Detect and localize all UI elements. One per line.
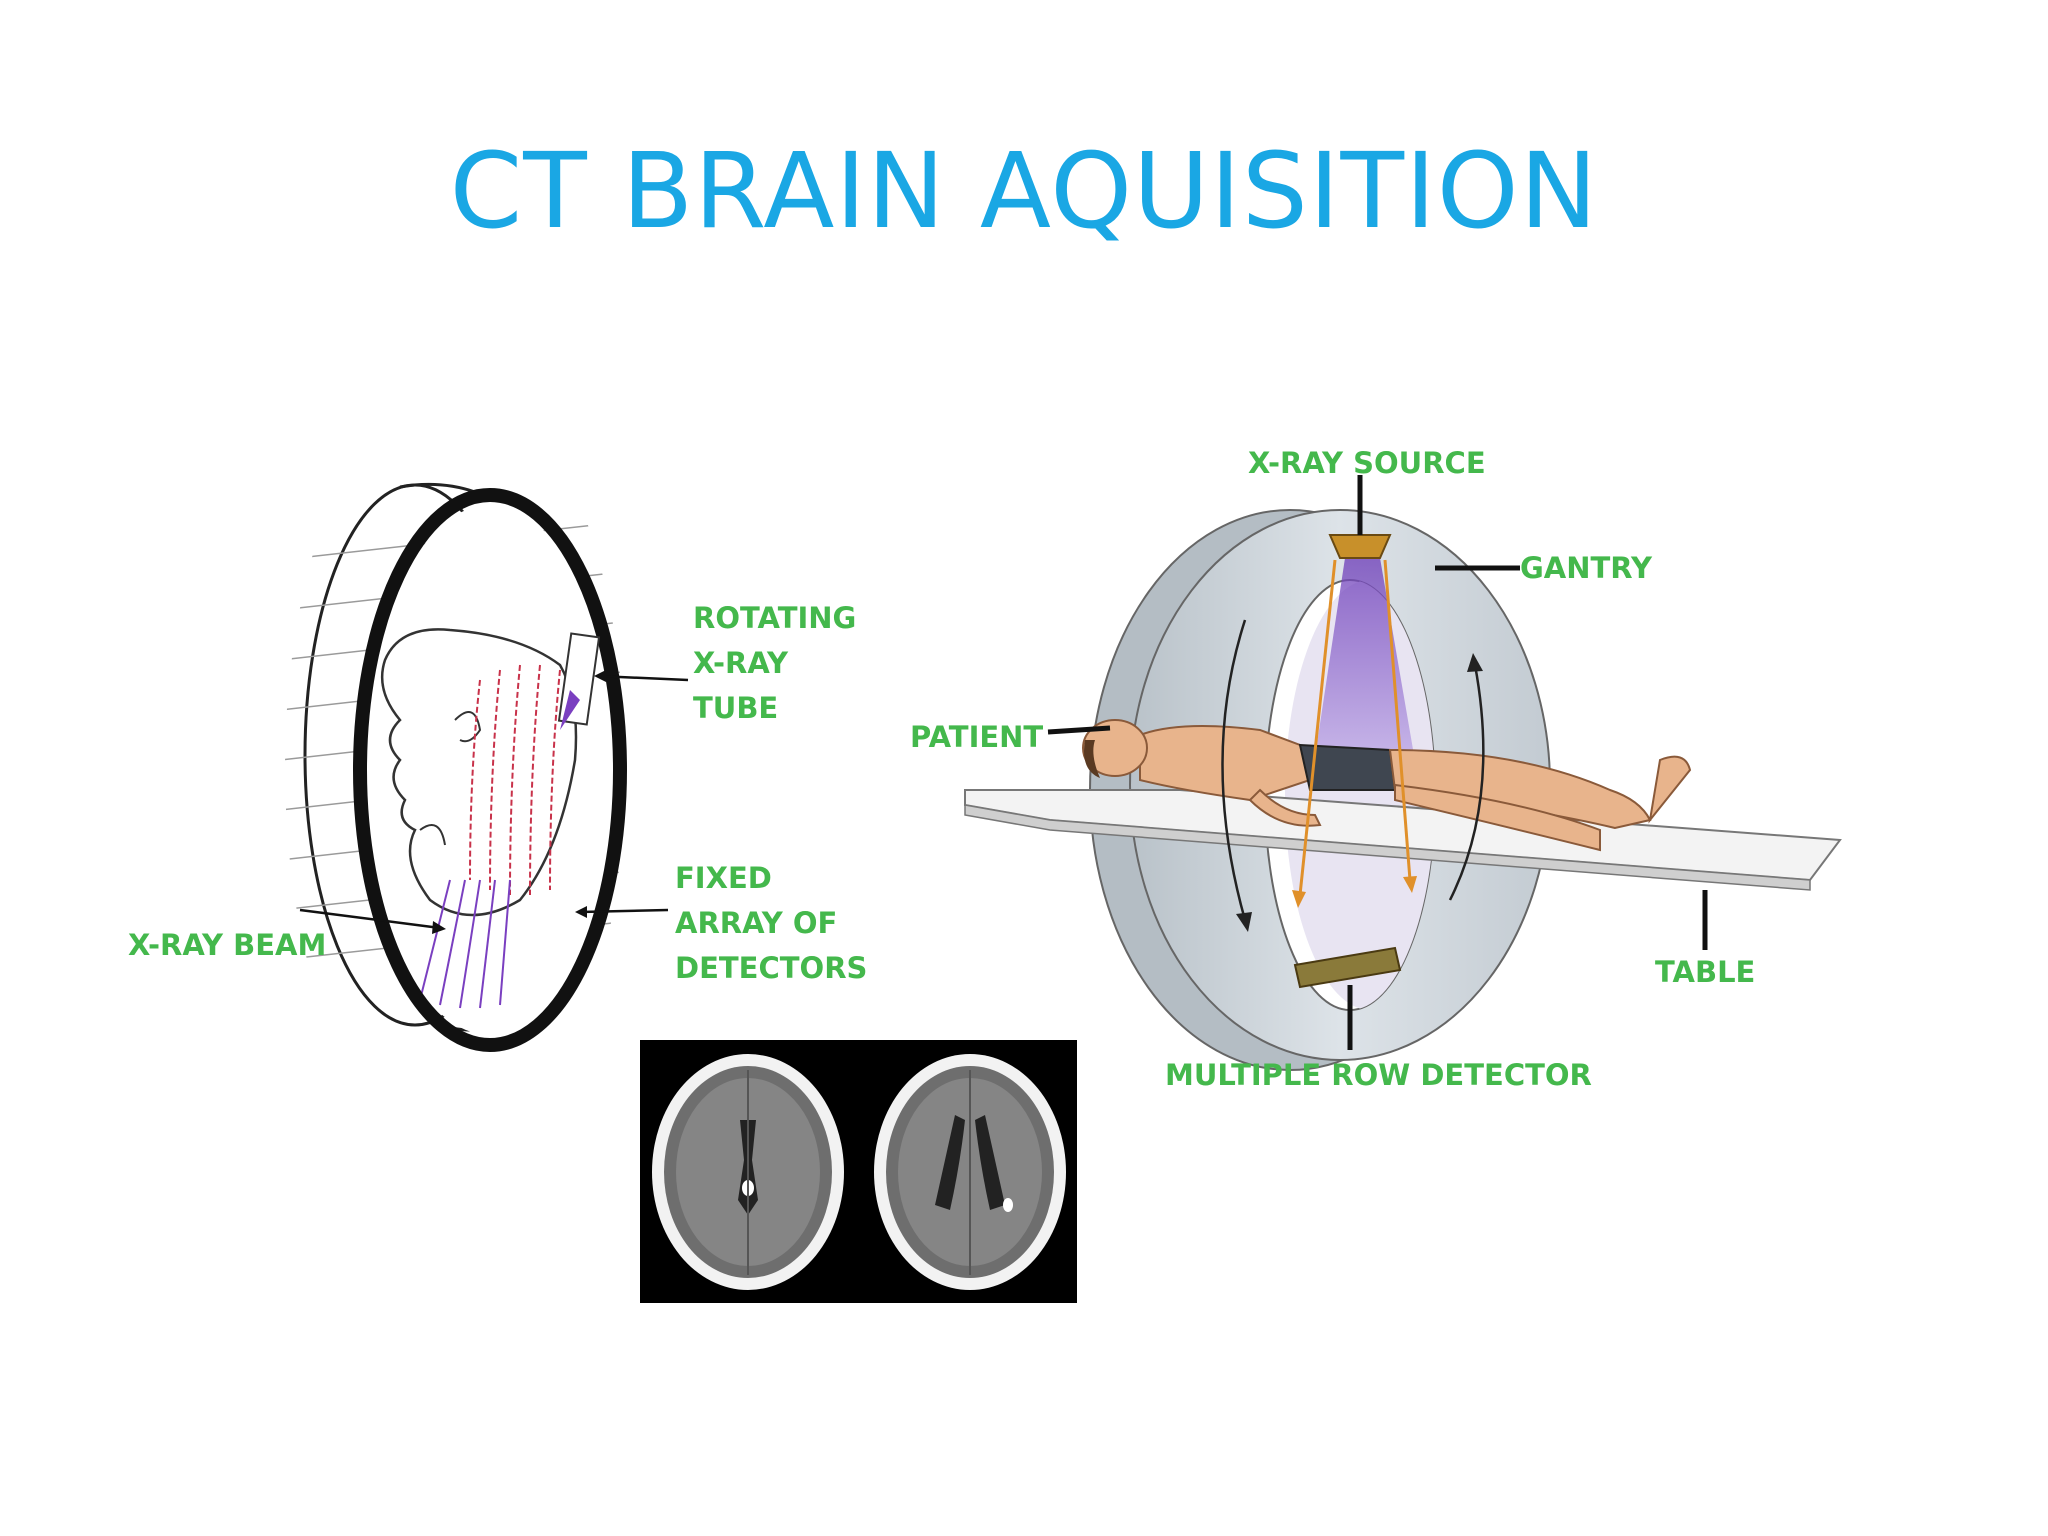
ring-top-edge [399, 482, 476, 494]
brain-scan-1 [652, 1054, 844, 1290]
xray-source-icon [1328, 534, 1392, 559]
patient-pointer [1047, 725, 1111, 735]
xray-source-label: X-RAY SOURCE [1248, 446, 1486, 480]
rotation-arrow-right [1448, 664, 1485, 901]
patient-figure [1082, 719, 1692, 852]
fixed-label-1: FIXED [675, 861, 772, 895]
xray-beam-arrow [299, 908, 441, 930]
fixed-array-arrow [579, 908, 669, 914]
rotation-arcs [469, 664, 561, 896]
rotating-label-1: ROTATING [693, 601, 856, 635]
left-ct-ring-diagram: ROTATING X-RAY TUBE FIXED ARRAY OF DETEC… [128, 482, 867, 1052]
ct-scan-images [640, 1040, 1077, 1303]
patient-head-outline [380, 628, 578, 917]
ear-icon [454, 711, 482, 743]
fixed-label-3: DETECTORS [675, 951, 867, 985]
slide-title: CT BRAIN AQUISITION [449, 130, 1599, 252]
right-ct-gantry-diagram: X-RAY SOURCE GANTRY PATIENT TABLE MULTIP… [910, 446, 1842, 1092]
tube-beam-fan [560, 690, 580, 730]
xray-beam-label: X-RAY BEAM [128, 928, 326, 962]
ring-front-rim [353, 488, 627, 1052]
gantry-label: GANTRY [1520, 551, 1653, 585]
beam-arrow-right [1383, 559, 1412, 881]
patient-head [1082, 719, 1148, 777]
brain-scan-2 [874, 1054, 1066, 1290]
face-detail [419, 824, 446, 846]
rotating-tube-arrow [597, 674, 689, 682]
fixed-label-2: ARRAY OF [675, 906, 837, 940]
detector-bar [1293, 946, 1402, 989]
patient-label: PATIENT [910, 720, 1043, 754]
rotation-arrow-left [1221, 619, 1247, 921]
rotating-label-2: X-RAY [693, 646, 789, 680]
xray-beam-lines [419, 879, 511, 1009]
multiple-row-detector-label: MULTIPLE ROW DETECTOR [1165, 1058, 1592, 1092]
xray-beam-cone [1310, 558, 1420, 790]
beam-arrow-left [1298, 559, 1337, 896]
rotating-label-3: TUBE [693, 691, 778, 725]
table-label: TABLE [1655, 955, 1755, 989]
